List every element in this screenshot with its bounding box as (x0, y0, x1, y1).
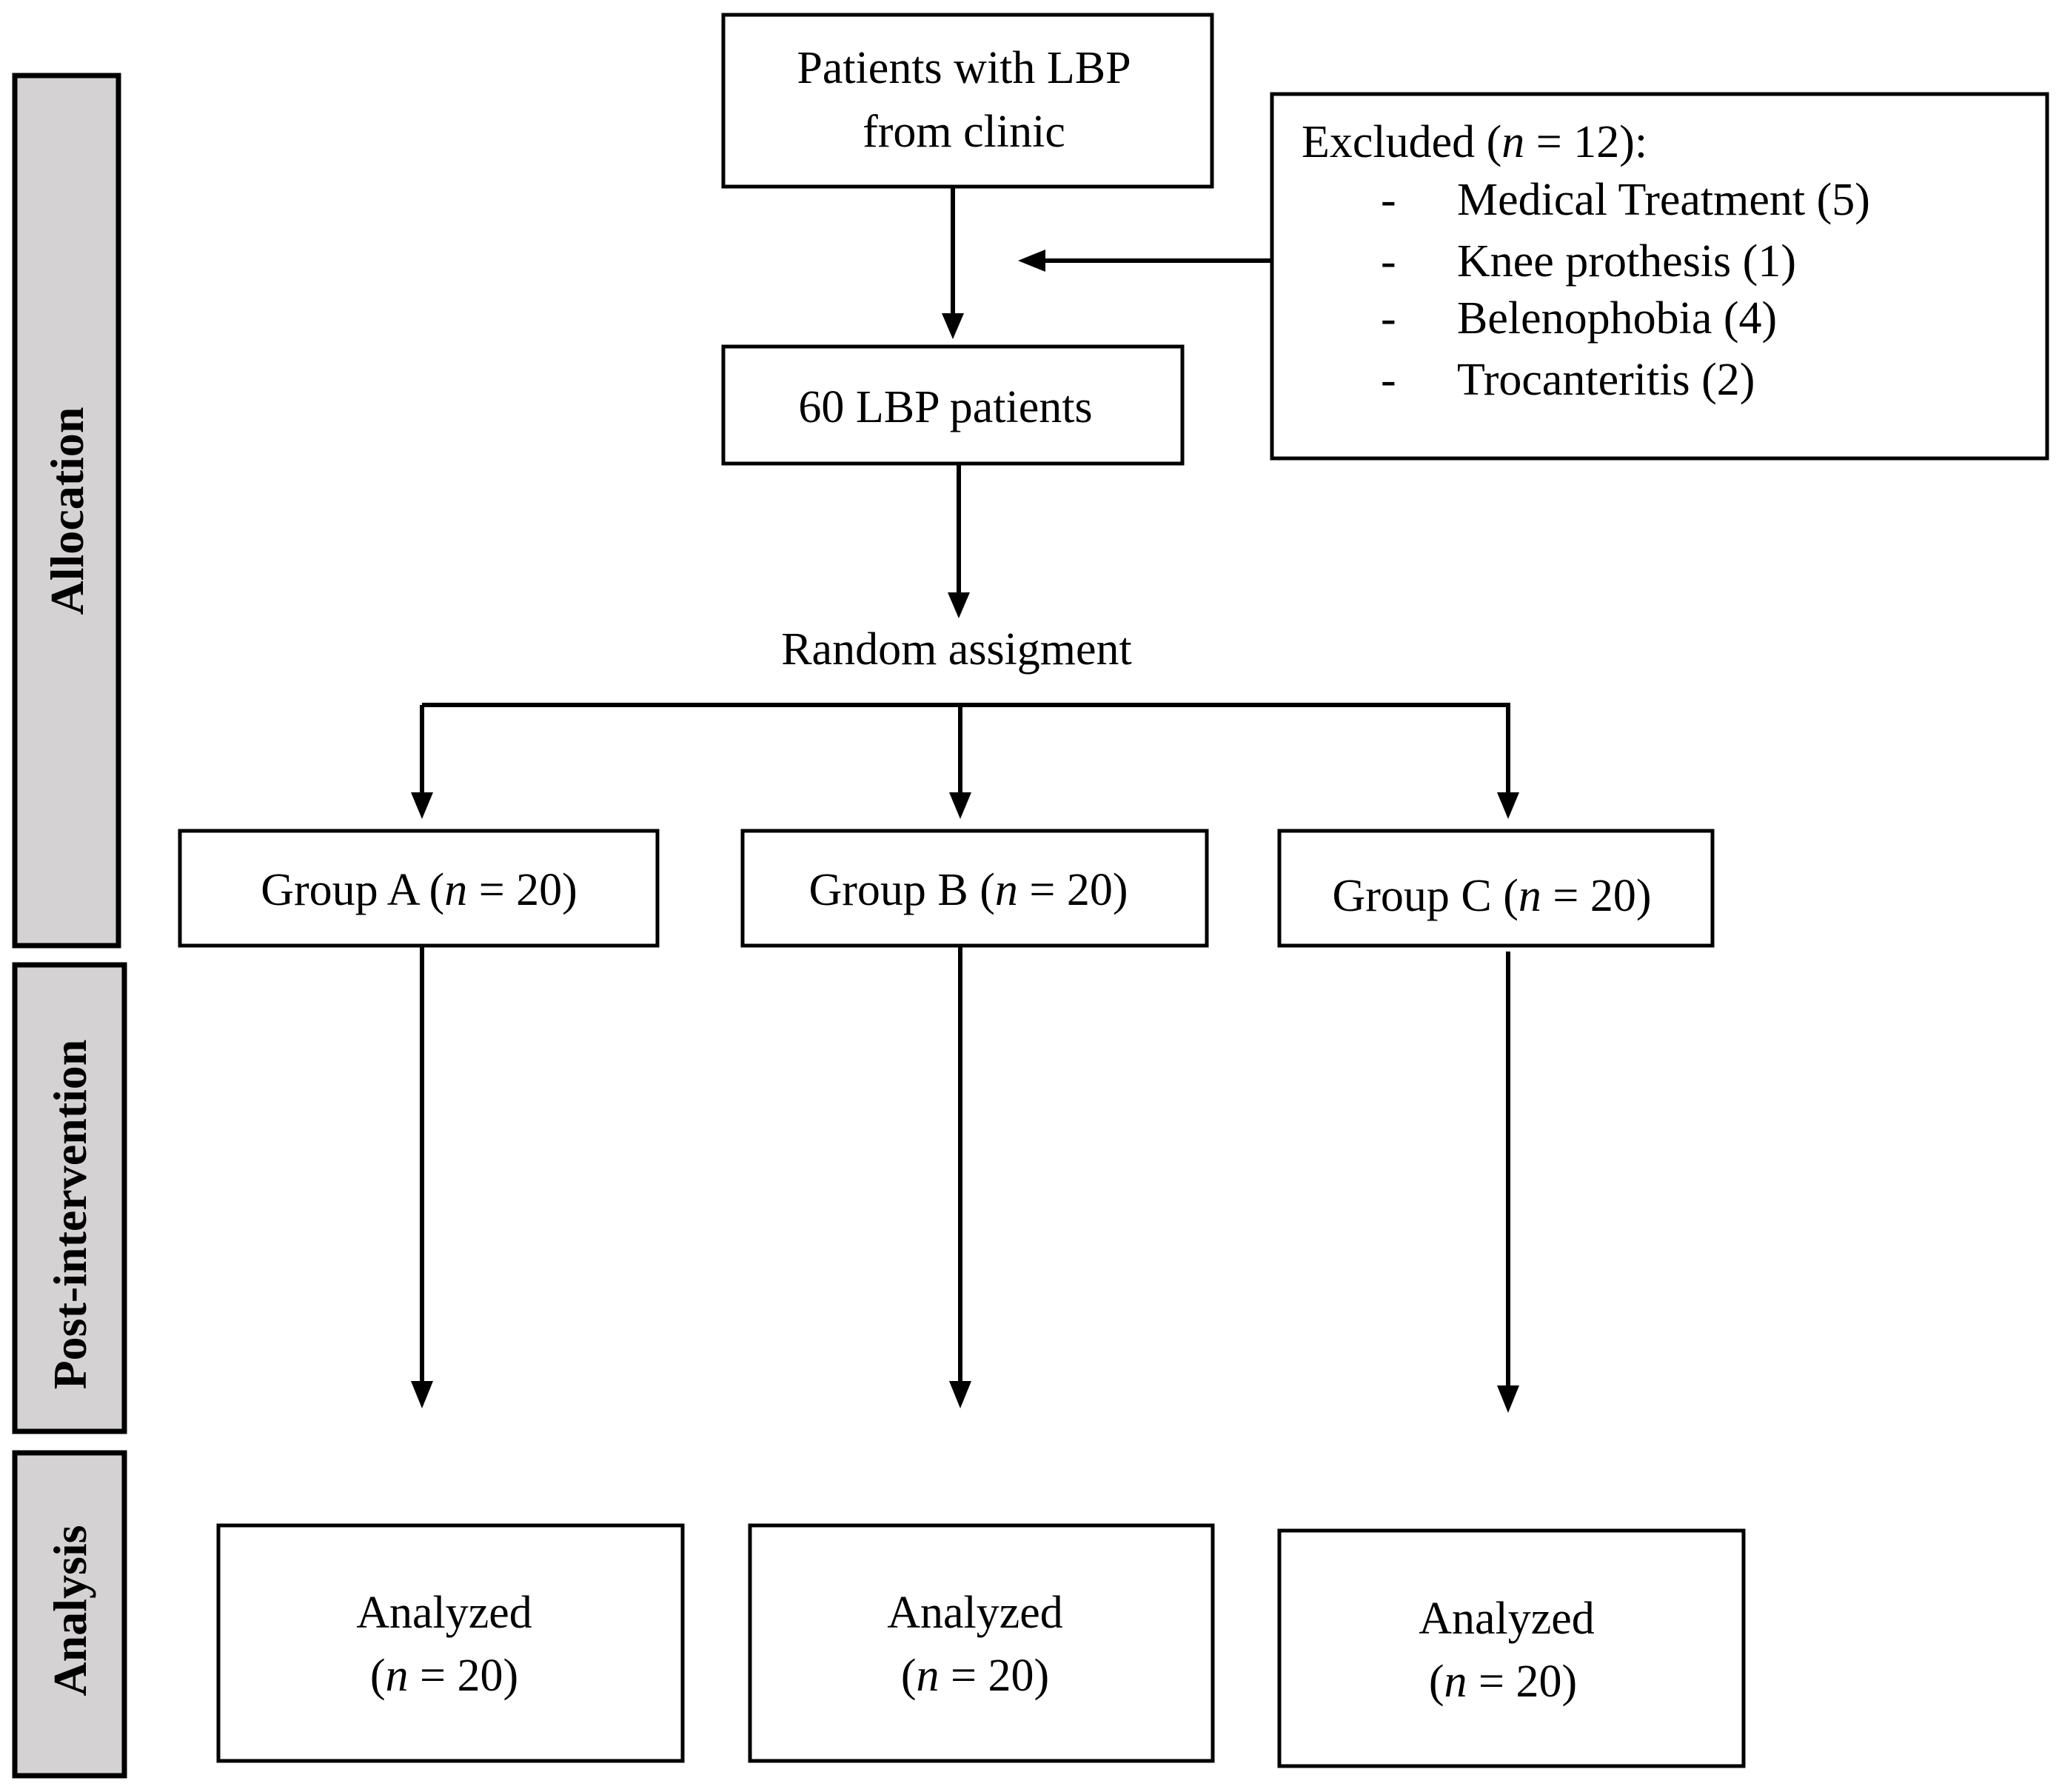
group-a-box: Group A (n = 20) (178, 829, 660, 948)
patients-box: 60 LBP patients (721, 344, 1185, 466)
analyzed-b-count: (n = 20) (901, 1651, 1049, 1701)
group-a-label: Group A (n = 20) (261, 865, 577, 915)
group-b-label: Group B (n = 20) (808, 865, 1128, 915)
analyzed-b-box: Analyzed (n = 20) (748, 1523, 1215, 1763)
randomization-label: Random assigment (781, 624, 1132, 675)
arrowhead (948, 592, 970, 618)
analyzed-a-label: Analyzed (356, 1588, 532, 1638)
group-b-box: Group B (n = 20) (740, 829, 1209, 948)
group-b-box-frame (740, 829, 1209, 948)
arrowhead (1497, 1385, 1519, 1413)
excluded-title: Excluded (n = 12): (1302, 117, 1647, 167)
group-c-label: Group C (n = 20) (1332, 871, 1651, 921)
arrowhead (1497, 792, 1519, 819)
excluded-bullet: - (1381, 175, 1396, 225)
analyzed-c-label: Analyzed (1419, 1594, 1595, 1644)
arrowhead (942, 313, 964, 339)
phase-allocation-bar (12, 73, 121, 949)
phase-post-intervention: Post-intervention (12, 962, 127, 1434)
arrowhead (411, 792, 433, 819)
arrowhead (949, 1381, 971, 1408)
analyzed-c-count: (n = 20) (1429, 1656, 1577, 1707)
group-c-box-frame (1277, 829, 1715, 948)
phase-post-intervention-label: Post-intervention (44, 1040, 96, 1390)
analyzed-a-count: (n = 20) (370, 1651, 518, 1701)
patients-box-frame (721, 344, 1185, 466)
analyzed-a-box-frame (216, 1523, 685, 1763)
excluded-box: Excluded (n = 12): - Medical Treatment (… (1270, 92, 2049, 461)
phase-analysis: Analysis (12, 1450, 127, 1779)
phase-allocation: Allocation (12, 73, 121, 949)
enrollment-line-2: from clinic (863, 107, 1065, 157)
arrowhead (1018, 250, 1045, 272)
excluded-bullet: - (1381, 236, 1396, 287)
phase-analysis-label: Analysis (44, 1525, 96, 1696)
excluded-item: Trocanteritis (2) (1457, 355, 1755, 405)
excluded-bullet: - (1381, 355, 1396, 405)
analyzed-a-box: Analyzed (n = 20) (216, 1523, 685, 1763)
analyzed-c-box-frame (1277, 1528, 1746, 1768)
patients-label: 60 LBP patients (798, 382, 1092, 432)
enrollment-line-1: Patients with LBP (797, 43, 1131, 93)
analyzed-c-box: Analyzed (n = 20) (1277, 1528, 1746, 1768)
enrollment-box-frame (721, 13, 1214, 189)
phase-allocation-label: Allocation (41, 407, 93, 615)
excluded-item: Medical Treatment (5) (1457, 175, 1870, 225)
excluded-bullet: - (1381, 293, 1396, 344)
analyzed-b-box-frame (748, 1523, 1215, 1763)
arrowhead (949, 792, 971, 819)
phase-analysis-bar (12, 1450, 127, 1779)
group-c-box: Group C (n = 20) (1277, 829, 1715, 948)
arrowhead (411, 1381, 433, 1408)
group-a-box-frame (178, 829, 660, 948)
analyzed-b-label: Analyzed (887, 1588, 1063, 1638)
excluded-box-frame (1270, 92, 2049, 461)
enrollment-box: Patients with LBP from clinic (721, 13, 1214, 189)
phase-post-intervention-bar (12, 962, 127, 1434)
excluded-item: Belenophobia (4) (1457, 293, 1777, 344)
excluded-item: Knee prothesis (1) (1457, 236, 1796, 287)
